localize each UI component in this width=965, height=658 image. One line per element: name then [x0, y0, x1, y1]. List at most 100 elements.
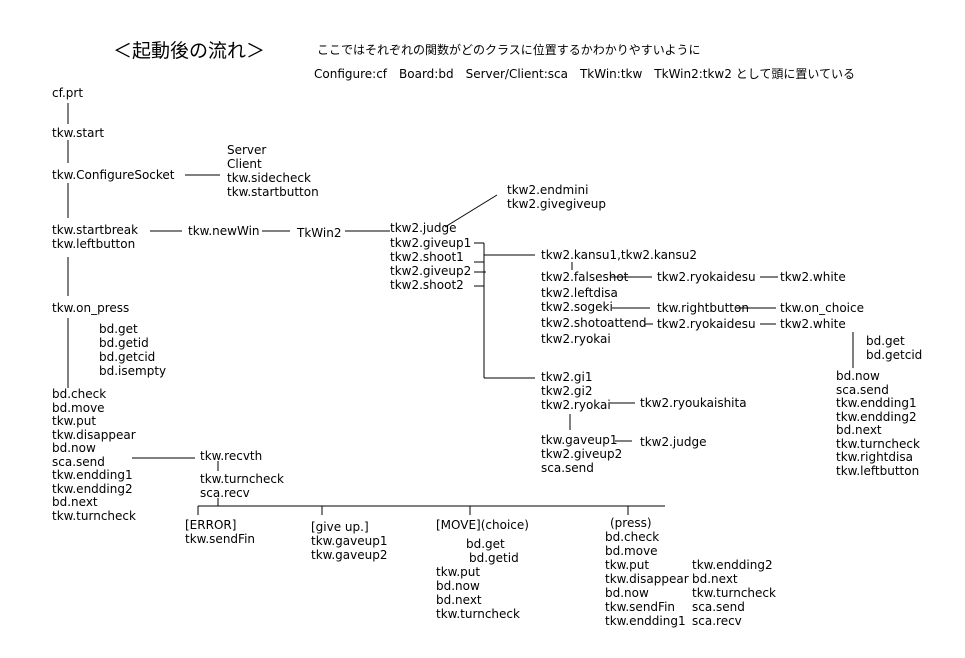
- node-tkw2-judge-2: tkw2.judge: [640, 435, 707, 449]
- node-label: tkw2.giveup2: [390, 264, 472, 278]
- node-giveup-group: tkw2.giveup1 tkw2.shoot1 tkw2.giveup2 tk…: [390, 236, 471, 292]
- node-tkwin2: TkWin2: [297, 226, 342, 240]
- node-tkw-configuresocket: tkw.ConfigureSocket: [52, 168, 175, 182]
- node-move-bd-group: bd.get bd.getid: [466, 537, 519, 565]
- node-label: tkw2.shoot1: [390, 250, 464, 264]
- node-kansu-group: tkw2.falseshot tkw2.leftdisa tkw2.sogeki…: [541, 270, 647, 346]
- connector-line: [444, 194, 498, 228]
- node-label: tkw.disappear: [52, 427, 136, 442]
- node-label: tkw2.gi2: [541, 384, 593, 398]
- node-label: tkw.gaveup1: [311, 534, 388, 548]
- node-move-group: tkw.put bd.now bd.next tkw.turncheck: [436, 565, 520, 621]
- node-label: bd.now: [836, 369, 880, 383]
- node-press-group2: tkw.endding2 bd.next tkw.turncheck sca.s…: [692, 558, 776, 628]
- node-label: tkw.disappear: [605, 572, 689, 586]
- node-label: bd.now: [52, 441, 96, 455]
- node-label: tkw.endding1: [52, 468, 133, 482]
- node-label: bd.get: [466, 537, 505, 551]
- node-tkw-on-choice: tkw.on_choice: [780, 301, 864, 315]
- node-label: tkw.turncheck: [436, 607, 520, 621]
- node-label: tkw2.leftdisa: [541, 286, 618, 300]
- node-kansu: tkw2.kansu1,tkw2.kansu2: [541, 248, 698, 262]
- node-label: tkw.leftbutton: [52, 237, 136, 251]
- node-socket-group: Server Client tkw.sidecheck tkw.startbut…: [227, 143, 319, 199]
- page-title: ＜起動後の流れ＞: [113, 40, 266, 62]
- node-label: bd.move: [52, 400, 105, 415]
- node-tkw2-white-1: tkw2.white: [780, 270, 846, 284]
- node-label: tkw.endding2: [52, 481, 133, 496]
- node-check-group: bd.check bd.move tkw.put tkw.disappear b…: [52, 387, 136, 523]
- header-note-line1: ここではそれぞれの関数がどのクラスに位置するかわかりやすいように: [317, 43, 701, 57]
- node-ryokaidesu-2: tkw2.ryokaidesu: [657, 317, 756, 331]
- node-label: Server: [227, 143, 267, 157]
- node-label: tkw.put: [436, 565, 481, 579]
- node-label: bd.getid: [99, 336, 149, 350]
- node-label: tkw2.endmini: [507, 183, 589, 197]
- node-label: tkw.gaveup1: [541, 433, 618, 447]
- node-move-label: [MOVE](choice): [436, 518, 529, 532]
- node-label: tkw2.sogeki: [541, 300, 613, 314]
- node-tkw2-judge: tkw2.judge: [390, 221, 457, 235]
- node-label: tkw.sidecheck: [227, 171, 311, 185]
- node-label: [give up.]: [311, 520, 369, 534]
- node-label: sca.recv: [200, 486, 250, 500]
- node-label: tkw2.ryokai: [541, 398, 611, 412]
- node-tkw-start: tkw.start: [52, 126, 105, 140]
- node-label: bd.move: [605, 544, 658, 558]
- node-label: bd.get: [99, 322, 138, 336]
- node-tkw-newwin: tkw.newWin: [188, 224, 260, 238]
- node-label: tkw2.givegiveup: [507, 197, 607, 211]
- node-ryokaidesu-1: tkw2.ryokaidesu: [657, 270, 756, 284]
- node-label: bd.next: [692, 572, 738, 586]
- node-label: bd.getid: [469, 551, 519, 565]
- node-label: tkw2.shotoattend: [541, 316, 647, 330]
- node-label: sca.send: [52, 454, 105, 469]
- node-right-bd-group: bd.get bd.getcid: [866, 334, 922, 362]
- node-label: [ERROR]: [185, 518, 237, 532]
- node-giveup-recv-group: [give up.] tkw.gaveup1 tkw.gaveup2: [311, 520, 388, 562]
- node-label: tkw.put: [605, 558, 650, 572]
- node-label: tkw2.falseshot: [541, 270, 629, 284]
- node-label: bd.now: [605, 586, 649, 600]
- node-tkw-rightbutton: tkw.rightbutton: [657, 301, 749, 315]
- node-label: tkw.gaveup2: [311, 548, 388, 562]
- node-label: bd.get: [866, 334, 905, 348]
- node-tkw-on-press: tkw.on_press: [52, 301, 130, 315]
- node-label: Client: [227, 157, 262, 171]
- node-gaveup-group: tkw.gaveup1 tkw2.giveup2 sca.send: [541, 433, 622, 475]
- node-label: tkw.endding1: [836, 396, 917, 410]
- node-label: tkw.sendFin: [605, 600, 676, 614]
- node-label: tkw2.shoot2: [390, 278, 464, 292]
- node-error-group: [ERROR] tkw.sendFin: [185, 518, 255, 546]
- node-bd-group1: bd.get bd.getid bd.getcid bd.isempty: [99, 322, 166, 378]
- node-label: (press): [610, 516, 652, 530]
- node-label: bd.next: [436, 593, 482, 607]
- node-label: tkw.turncheck: [836, 436, 920, 451]
- node-label: bd.getcid: [99, 350, 156, 364]
- node-label: tkw2.giveup1: [390, 236, 472, 250]
- node-label: sca.send: [836, 382, 889, 397]
- node-label: bd.next: [836, 423, 882, 437]
- node-label: tkw.endding1: [605, 614, 686, 628]
- node-label: tkw.sendFin: [185, 532, 256, 546]
- node-start-group: tkw.startbreak tkw.leftbutton: [52, 223, 138, 251]
- node-label: tkw.turncheck: [692, 586, 776, 600]
- node-label: tkw.endding2: [836, 409, 917, 424]
- node-label: tkw.put: [52, 414, 97, 428]
- node-label: bd.getcid: [866, 348, 923, 362]
- header-note-line2: Configure:cf Board:bd Server/Client:sca …: [314, 67, 855, 81]
- node-label: tkw2.ryokai: [541, 332, 611, 346]
- node-label: bd.now: [436, 579, 480, 593]
- node-recv-group: tkw.turncheck sca.recv: [200, 472, 284, 500]
- node-label: tkw.turncheck: [52, 508, 136, 523]
- node-label: bd.check: [605, 530, 660, 544]
- node-label: tkw.startbreak: [52, 223, 139, 237]
- node-press-group: (press) bd.check bd.move tkw.put tkw.dis…: [605, 516, 689, 628]
- node-label: tkw.leftbutton: [836, 463, 920, 478]
- node-label: sca.send: [692, 600, 745, 614]
- node-label: tkw.turncheck: [200, 472, 284, 486]
- node-label: tkw.endding2: [692, 558, 773, 572]
- node-endmini-group: tkw2.endmini tkw2.givegiveup: [507, 183, 606, 211]
- node-label: bd.isempty: [99, 364, 167, 378]
